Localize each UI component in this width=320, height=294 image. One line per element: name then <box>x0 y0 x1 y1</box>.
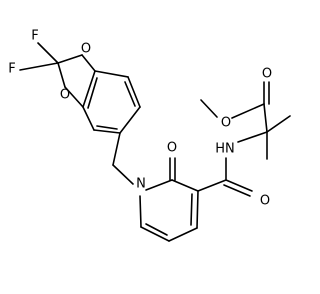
bond-c2-c3 <box>171 179 199 192</box>
bond-c6-n <box>139 195 142 228</box>
bond-benzene-5 <box>82 106 95 131</box>
atom-label-f-upper: F <box>31 29 38 44</box>
bond-aryl-ch2 <box>112 132 121 166</box>
bond-c5-c6-inner <box>145 223 168 236</box>
bonds <box>19 42 291 242</box>
bond-c4-c5 <box>168 227 198 242</box>
bond-o-bottom-aryl <box>64 86 84 108</box>
chemical-structure: F F O O N O O HN O O <box>8 29 291 242</box>
atom-labels: F F O O N O O HN O O <box>8 29 272 209</box>
bond-benzene-1 <box>94 70 129 78</box>
bond-o-top-aryl <box>81 54 96 72</box>
bond-benzene-2 <box>127 76 141 108</box>
bond-c3-c4-inner <box>190 193 193 226</box>
bond-c3-c4 <box>196 190 199 229</box>
atom-label-nh-amide: HN <box>215 142 235 157</box>
bond-o-methyl <box>200 99 218 118</box>
bond-benzene-6 <box>82 70 96 108</box>
bond-amide-co-2 <box>223 184 251 197</box>
bond-benzene-inner-1 <box>124 81 136 107</box>
bond-n-c2 <box>145 179 173 191</box>
bond-benzene-3 <box>119 106 141 134</box>
bond-c3-amide-c <box>197 179 227 192</box>
atom-label-o-amide: O <box>260 194 270 209</box>
bond-benzene-4 <box>93 129 121 134</box>
bond-n-quaternary-c <box>237 131 268 143</box>
atom-label-n-ring: N <box>136 177 146 192</box>
atom-label-f-lower: F <box>8 62 15 77</box>
bond-amide-co-1 <box>225 179 253 192</box>
bond-quaternary-ester-c <box>263 103 268 133</box>
bond-benzene-inner-2 <box>96 125 118 130</box>
atom-label-o-ester-carbonyl: O <box>262 67 272 82</box>
atom-label-o-dioxole-bottom: O <box>60 88 70 103</box>
bond-c-f-upper <box>37 42 59 64</box>
bond-c5-c6 <box>140 226 170 242</box>
bond-cf2-o-bottom <box>57 62 66 88</box>
atom-label-o-ring-carbonyl: O <box>167 141 177 156</box>
bond-benzene-inner-3 <box>87 77 98 109</box>
bond-c-f-lower <box>19 62 59 71</box>
bond-cf2-o-top <box>57 54 83 64</box>
atom-label-o-dioxole-top: O <box>81 42 91 57</box>
bond-quaternary-methyl-1 <box>266 115 291 133</box>
atom-label-o-ester-methoxy: O <box>221 116 231 131</box>
bond-ester-c-o <box>231 103 265 119</box>
bond-ch2-n <box>112 164 134 185</box>
